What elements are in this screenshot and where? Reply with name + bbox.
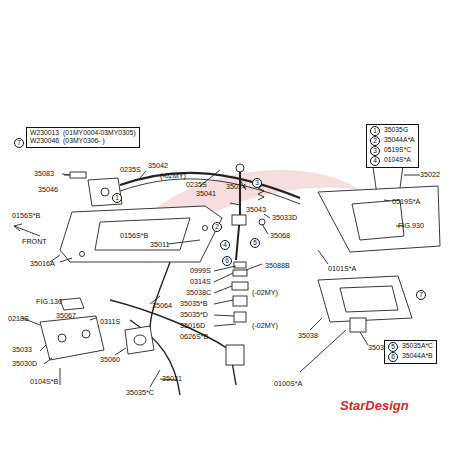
table-cell: (03MY0306- ) (63, 137, 136, 145)
part-table: 1 35035G 2 35044A*A 3 0519S*C 4 0104S*A (366, 124, 419, 168)
callout-number: 3 (252, 178, 262, 188)
part-number: (-02MY) (252, 289, 278, 297)
part-number: 35067 (56, 312, 76, 320)
part-number: 35041 (196, 190, 216, 198)
callout-number: 6 (388, 352, 398, 362)
part-number: 35038 (298, 332, 318, 340)
table-cell: W230013 (30, 129, 59, 137)
part-number: 0314S (190, 278, 211, 286)
part-number: 0218S (8, 315, 29, 323)
part-number: 0519S*A (392, 198, 420, 206)
part-number: 35033 (12, 346, 32, 354)
part-number: 0156S*B (120, 232, 148, 240)
part-number: 0156S*B (12, 212, 40, 220)
part-table: 5 35035A*C 6 35044A*B (384, 340, 437, 364)
table-cell: 35035G (384, 126, 415, 136)
callout-number: 5 (388, 342, 398, 352)
part-number: 0626S*B (180, 333, 208, 341)
part-number: 35088B (265, 262, 290, 270)
callout-number: 2 (212, 222, 222, 232)
part-number: 35042 (148, 162, 168, 170)
part-number: 35038C (186, 289, 211, 297)
part-table: W230013 (01MY0004-03MY0305) W230046 (03MY03… (26, 127, 140, 148)
part-number: 35046 (38, 186, 58, 194)
table-cell: 35044A*A (384, 136, 415, 146)
callout-number: 2 (370, 136, 380, 146)
table-cell: 0104S*A (384, 156, 415, 166)
callout-number: 4 (220, 240, 230, 250)
table-cell: 35044A*B (402, 352, 433, 362)
part-number: 35064 (152, 302, 172, 310)
callout-number: 7 (14, 138, 24, 148)
part-number: 0999S (190, 267, 211, 275)
part-number: FIG.130 (36, 298, 62, 306)
part-number: FRONT (22, 238, 47, 246)
part-number: 0101S*A (328, 265, 356, 273)
part-number: 0311S (100, 318, 120, 326)
part-number: 35068 (270, 232, 290, 240)
part-number: 35016A (30, 260, 55, 268)
part-number: 35043 (246, 206, 266, 214)
brand-logo: StarDesign (340, 402, 409, 410)
part-number: 35022 (420, 171, 440, 179)
part-number: 35083 (34, 170, 54, 178)
table-cell: 0519S*C (384, 146, 415, 156)
part-number: 35024 (226, 183, 246, 191)
part-number: 0235S (186, 181, 207, 189)
callout-number: 7 (416, 290, 426, 300)
part-number: 35035*D (180, 311, 208, 319)
callout-number: 4 (370, 156, 380, 166)
part-number: (-02MY) (160, 172, 186, 180)
callout-number: 3 (370, 146, 380, 156)
part-number: 35016D (180, 322, 205, 330)
part-number: 35031 (162, 375, 182, 383)
callout-number: 5 (250, 238, 260, 248)
callout-number: 1 (370, 126, 380, 136)
part-number: 35033D (272, 214, 297, 222)
part-number: 35011 (150, 241, 169, 249)
part-number: 0104S*B (30, 378, 58, 386)
part-number: 0235S (120, 166, 141, 174)
part-number: 35035*B (180, 300, 208, 308)
table-cell: W230046 (30, 137, 59, 145)
part-number: (-02MY) (252, 322, 278, 330)
part-number: 35060 (100, 356, 120, 364)
callout-number: 6 (222, 256, 232, 266)
part-number: 35035*C (126, 389, 154, 397)
part-number: 35030D (12, 360, 37, 368)
part-number: 0100S*A (274, 380, 302, 388)
table-cell: (01MY0004-03MY0305) (63, 129, 136, 137)
part-number: FIG.930 (398, 222, 424, 230)
callout-number: 1 (112, 193, 122, 203)
table-cell: 35035A*C (402, 342, 433, 352)
